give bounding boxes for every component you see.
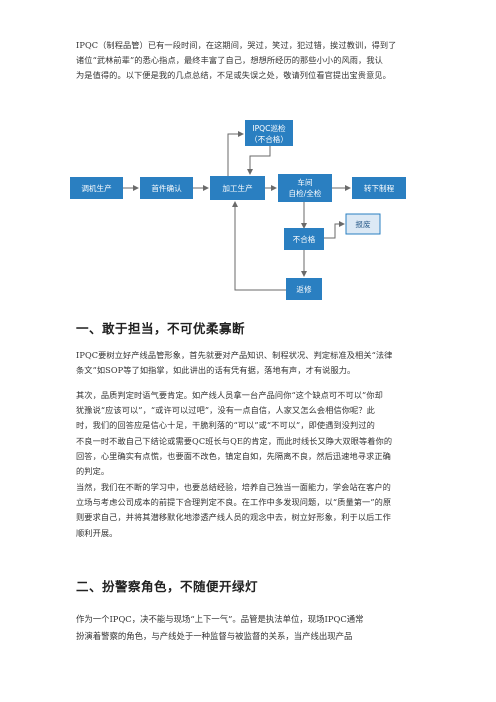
section-1-paragraph-1: IPQC要树立好产线品管形象，首先就要对产品知识、制程状况、判定标准及相关“法律… [76,348,420,378]
process-flowchart: 调机生产 首件确认 加工生产 IPQC巡检 （不合格） 车间 自检/全检 转下制… [70,120,406,300]
node-scrap: 报废 [345,213,381,235]
node-debug-label: 调机生产 [81,183,112,193]
node-inspect: 车间 自检/全检 [278,174,332,202]
paragraph-line: 顺利开展。 [76,527,118,538]
section-1-paragraph-3: 当然，我们在不断的学习中，也要总结经验，培养自己独当一面能力，学会站在客户的 立… [76,480,420,541]
node-ipqc: IPQC巡检 （不合格） [245,120,293,146]
node-inspect-label-1: 车间 [297,177,312,187]
node-ng: 不合格 [284,228,324,250]
paragraph-line: 则要求自己，并将其潜移默化地渗透产线人员的观念中去，树立好形象，利于以后工作 [76,512,391,523]
node-first: 首件确认 [140,177,193,199]
paragraph-line: 的判定。 [76,466,110,477]
node-ipqc-label-1: IPQC巡检 [252,123,286,133]
section-2-paragraph-1: 作为一个IPQC，决不能与现场“上下一气”。品管是执法单位，现场IPQC通常 扮… [76,611,420,645]
intro-line: 诸位“武林前辈”的悉心指点，最终丰富了自己，想想所经历的那些小小的风雨，我认 [76,55,383,66]
node-process-label: 加工生产 [222,183,253,193]
node-scrap-label: 报废 [355,219,371,229]
paragraph-line: 条文”如SOP等了如指掌，如此讲出的话有凭有据，落地有声，才有说服力。 [76,365,356,376]
node-ipqc-label-2: （不合格） [250,134,288,144]
section-1-heading: 一、敢于担当，不可优柔寡断 [76,321,246,336]
paragraph-line: 时，我们的回答应是信心十足，干脆利落的“可以”或“不可以”，即使遇到没判过的 [76,420,375,431]
paragraph-line: IPQC要树立好产线品管形象，首先就要对产品知识、制程状况、判定标准及相关“法律 [76,350,393,360]
paragraph-line: 犹豫说“应该可以”，“或许可以过吧”，没有一点自信，人家又怎么会相信你呢？此 [76,405,375,416]
intro-line: IPQC（制程品管）已有一段时间，在这期间，哭过，笑过，犯过错，挨过教训，得到了 [76,40,397,50]
node-rework-label: 返修 [296,284,312,294]
node-rework: 返修 [286,278,322,300]
node-debug: 调机生产 [70,177,123,199]
intro-paragraph: IPQC（制程品管）已有一段时间，在这期间，哭过，笑过，犯过错，挨过教训，得到了… [76,38,420,84]
node-next-label: 转下制程 [364,183,395,193]
node-next: 转下制程 [352,177,406,199]
section-1-paragraph-2: 其次，品质判定时语气要肯定。如产线人员拿一台产品问你“这个缺点可不可以”你却 犹… [76,388,420,479]
node-first-label: 首件确认 [151,183,182,193]
paragraph-line: 不良一时不敢自己下结论或需要QC班长与QE的肯定，而此时线长又睁大双眼等着你的 [76,435,393,446]
node-process: 加工生产 [210,176,265,200]
paragraph-line: 回答，心里确实有点慌，也要面不改色，镇定自如，先隔离不良，然后迅速地寻求正确 [76,450,391,461]
flow-arrows [123,131,351,291]
section-2-heading: 二、扮警察角色，不随便开绿灯 [76,579,259,594]
node-inspect-label-2: 自检/全检 [289,188,322,198]
paragraph-line: 作为一个IPQC，决不能与现场“上下一气”。品管是执法单位，现场IPQC通常 [76,614,364,624]
paragraph-line: 其次，品质判定时语气要肯定。如产线人员拿一台产品问你“这个缺点可不可以”你却 [76,390,383,400]
paragraph-line: 扮演着警察的角色，与产线处于一种监督与被监督的关系，当产线出现产品 [76,631,353,641]
node-ng-label: 不合格 [293,234,316,244]
intro-line: 为是值得的。以下便是我的几点总结，不足或失误之处，敬请列位看官提出宝贵意见。 [76,70,391,81]
paragraph-line: 当然，我们在不断的学习中，也要总结经验，培养自己独当一面能力，学会站在客户的 [76,482,391,492]
paragraph-line: 立场与考虑公司成本的前提下合理判定不良。在工作中多发现问题，以“质量第一”的原 [76,497,392,508]
